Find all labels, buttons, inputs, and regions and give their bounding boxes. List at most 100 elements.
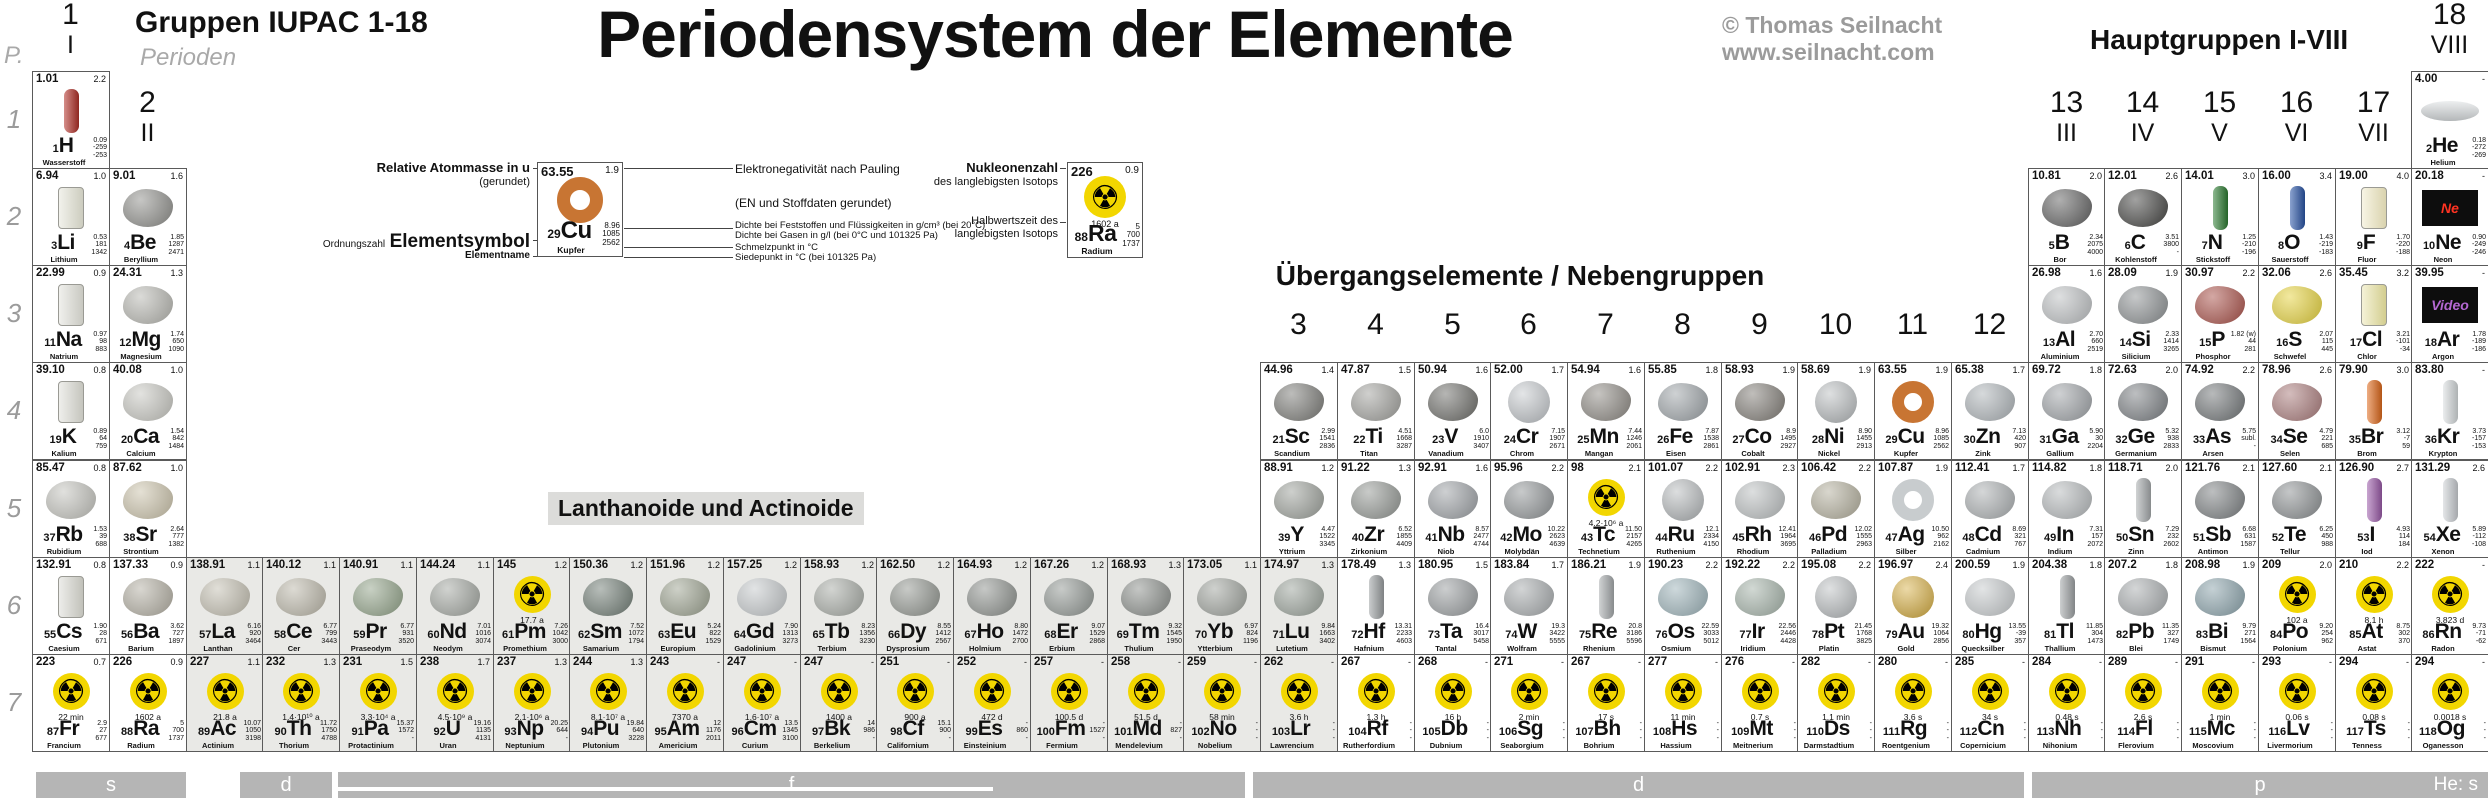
photo-area: ☢ (1261, 670, 1337, 712)
atomic-number: 81 (2044, 629, 2057, 641)
neon-sign-photo: Ne (2422, 189, 2478, 226)
atomic-mass: 277 (1648, 656, 1668, 668)
atomic-number: 113 (2036, 726, 2055, 738)
symbol-row: 65Tb (802, 620, 860, 644)
photo-area: ☢ (1568, 670, 1644, 712)
element-symbol: Md (1132, 717, 1163, 740)
element-name: Vanadium (1428, 449, 1464, 458)
video-thumbnail[interactable]: Video (2422, 286, 2478, 323)
element-name: Ruthenium (1656, 547, 1696, 556)
atomic-mass: 79.90 (2339, 364, 2368, 376)
period-number-3: 3 (6, 297, 22, 328)
element-photo (2195, 480, 2245, 519)
symbol-row: 23V (1416, 425, 1474, 449)
element-symbol: Am (666, 717, 700, 740)
element-name: Chrom (1509, 449, 1535, 458)
symbol-row: 36Kr (2413, 425, 2471, 449)
element-symbol: I (2369, 523, 2375, 546)
symbol-row: 29Cu (1876, 425, 1934, 449)
atomic-mass: 6.94 (36, 170, 59, 182)
legend-density-label: Dichte bei Feststoffen und Flüssigkeiten… (735, 220, 986, 231)
group-number: 16 (2279, 86, 2314, 119)
atomic-mass: 207.2 (2108, 559, 2137, 571)
element-name: Beryllium (123, 255, 159, 264)
atomic-mass: 85.47 (36, 462, 65, 474)
atomic-number: 74 (1505, 629, 1518, 641)
atomic-mass: 55.85 (1648, 364, 1677, 376)
electronegativity: - (2482, 171, 2485, 181)
atomic-number: 36 (2424, 434, 2437, 446)
atomic-mass: 63.55 (1878, 364, 1907, 376)
radioactive-icon: ☢ (359, 672, 397, 710)
radioactive-icon: ☢ (2201, 672, 2239, 710)
electronegativity: 1.2 (937, 560, 950, 570)
legend-mass-label2: (gerundet) (479, 176, 530, 188)
element-symbol: Mc (2206, 717, 2236, 740)
photo-area (2336, 281, 2412, 328)
electronegativity: 3.0 (2396, 365, 2409, 375)
electronegativity: - (1945, 657, 1948, 667)
atomic-mass: 180.95 (1418, 559, 1454, 571)
group-number: 9 (1751, 308, 1768, 341)
element-symbol: Te (2284, 523, 2307, 546)
element-name: Lawrencium (1270, 741, 1314, 750)
atomic-number: 24 (1503, 434, 1516, 446)
element-symbol: Lr (1290, 717, 1311, 740)
element-symbol: Pd (1821, 523, 1848, 546)
symbol-row: 30Zn (1953, 425, 2011, 449)
electronegativity: 2.2 (93, 74, 106, 84)
pointer-line (533, 240, 537, 241)
atomic-mass: 190.23 (1648, 559, 1684, 571)
element-symbol: Rg (1900, 717, 1928, 740)
photo-area (2029, 281, 2105, 328)
electronegativity: 1.2 (1014, 560, 1027, 570)
half-life: 0.0018 s (2433, 712, 2467, 722)
atomic-mass: 294 (2415, 656, 2435, 668)
atomic-mass: 132.91 (36, 559, 72, 571)
photo-area (263, 573, 339, 620)
atomic-number: 62 (578, 629, 591, 641)
electronegativity: 1.7 (2012, 365, 2025, 375)
element-photo (1811, 480, 1861, 519)
atomic-number: 48 (1962, 532, 1975, 544)
electronegativity: 1.2 (861, 560, 874, 570)
symbol-row: 45Rh (1723, 523, 1781, 547)
photo-area (2105, 184, 2181, 231)
symbol-row: 94Pu (571, 717, 629, 741)
atomic-number: 28 (1811, 434, 1825, 446)
electronegativity: 1.2 (707, 560, 720, 570)
group-number: 15 (2202, 86, 2237, 119)
photo-area (877, 573, 953, 620)
element-photo (2272, 382, 2322, 421)
density-melt-boil-values: 0.09-259-253 (92, 136, 107, 159)
photo-area: Video (2412, 281, 2488, 328)
atomic-number: 111 (1882, 726, 1901, 738)
electronegativity: - (794, 657, 797, 667)
element-photo (2361, 283, 2387, 326)
symbol-row: 51Sb (2183, 523, 2241, 547)
symbol-row: 116Lv (2260, 717, 2318, 741)
atomic-number: 40 (1351, 532, 1365, 544)
element-symbol: Hs (1671, 717, 1698, 740)
